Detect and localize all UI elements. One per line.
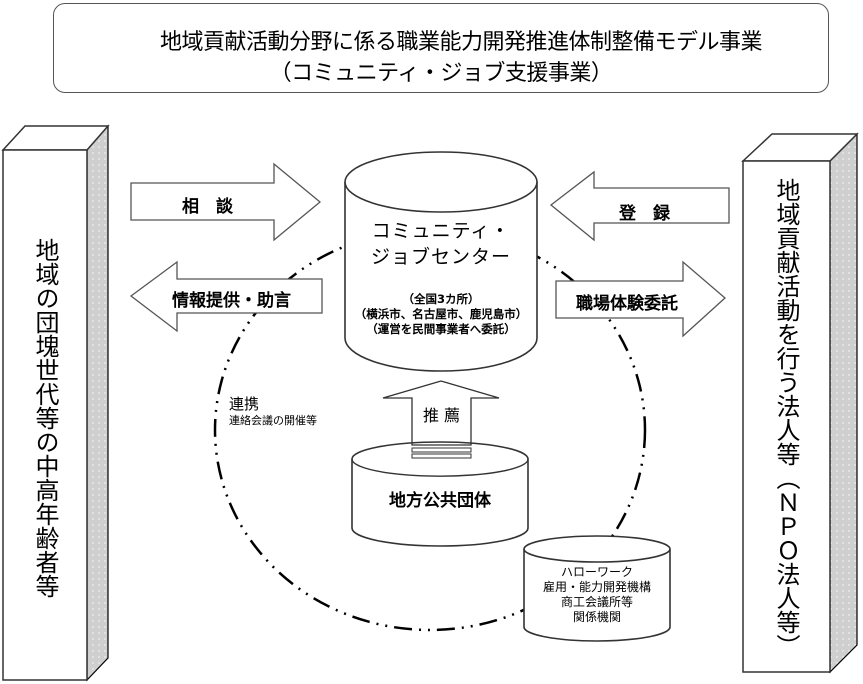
register-arrow (549, 170, 730, 242)
recommend-arrow-stripe (411, 447, 472, 453)
partner-item: 商工会議所等 (560, 595, 633, 609)
center-title-line1: コミュニティ・ (371, 220, 511, 242)
left-pillar-front (2, 149, 88, 681)
partners-list: ハローワーク 雇用・能力開発機構 商工会議所等 関係機関 (524, 565, 670, 625)
page-subtitle: （コミュニティ・ジョブ支援事業） (269, 61, 613, 86)
recommend-arrow-stripe (411, 453, 472, 459)
left-pillar (1, 124, 110, 682)
register-label: 登 録 (619, 204, 670, 224)
center-operation: （運営を民間事業者へ委託） (366, 322, 516, 336)
center-details: （全国3カ所） （横浜市、名古屋市、鹿児島市） （運営を民間事業者へ委託） (345, 292, 537, 337)
right-pillar-label: 地域貢献活動を行う法人等（ＮＰＯ法人等） (772, 178, 800, 658)
right-pillar-front (742, 160, 831, 673)
center-locations-count: （全国3カ所） (402, 292, 480, 306)
info-label: 情報提供・助言 (172, 291, 291, 311)
workplace-arrow (555, 260, 726, 338)
center-cylinder (344, 151, 538, 372)
workplace-label: 職場体験委託 (576, 294, 678, 314)
local-gov-label: 地方公共団体 (389, 491, 491, 511)
local-gov-cylinder (351, 441, 529, 547)
cooperation-title: 連携 (229, 395, 260, 413)
consult-label: 相 談 (182, 197, 233, 217)
partners-cylinder (523, 535, 671, 642)
left-pillar-label: 地域の団塊世代等の中高年齢者等 (31, 238, 59, 598)
recommend-arrow (382, 380, 500, 446)
center-locations: （横浜市、名古屋市、鹿児島市） (354, 307, 528, 321)
partner-item: 関係機関 (572, 610, 621, 624)
partner-item: ハローワーク (560, 565, 633, 579)
cooperation-subtitle: 連絡会議の開催等 (229, 414, 317, 427)
cooperation-cycle (213, 228, 647, 632)
center-title: コミュニティ・ ジョブセンター (345, 218, 537, 270)
recommend-label: 推 薦 (422, 406, 461, 425)
left-pillar-side (86, 124, 109, 682)
right-pillar-side (829, 132, 858, 674)
info-arrow (129, 260, 323, 333)
title-box: 地域貢献活動分野に係る職業能力開発推進体制整備モデル事業 （コミュニティ・ジョブ… (53, 3, 829, 93)
consult-arrow (130, 162, 322, 242)
right-pillar (741, 132, 859, 674)
center-title-line2: ジョブセンター (370, 246, 511, 268)
page-title: 地域貢献活動分野に係る職業能力開発推進体制整備モデル事業 (159, 30, 763, 55)
partner-item: 雇用・能力開発機構 (542, 580, 651, 594)
